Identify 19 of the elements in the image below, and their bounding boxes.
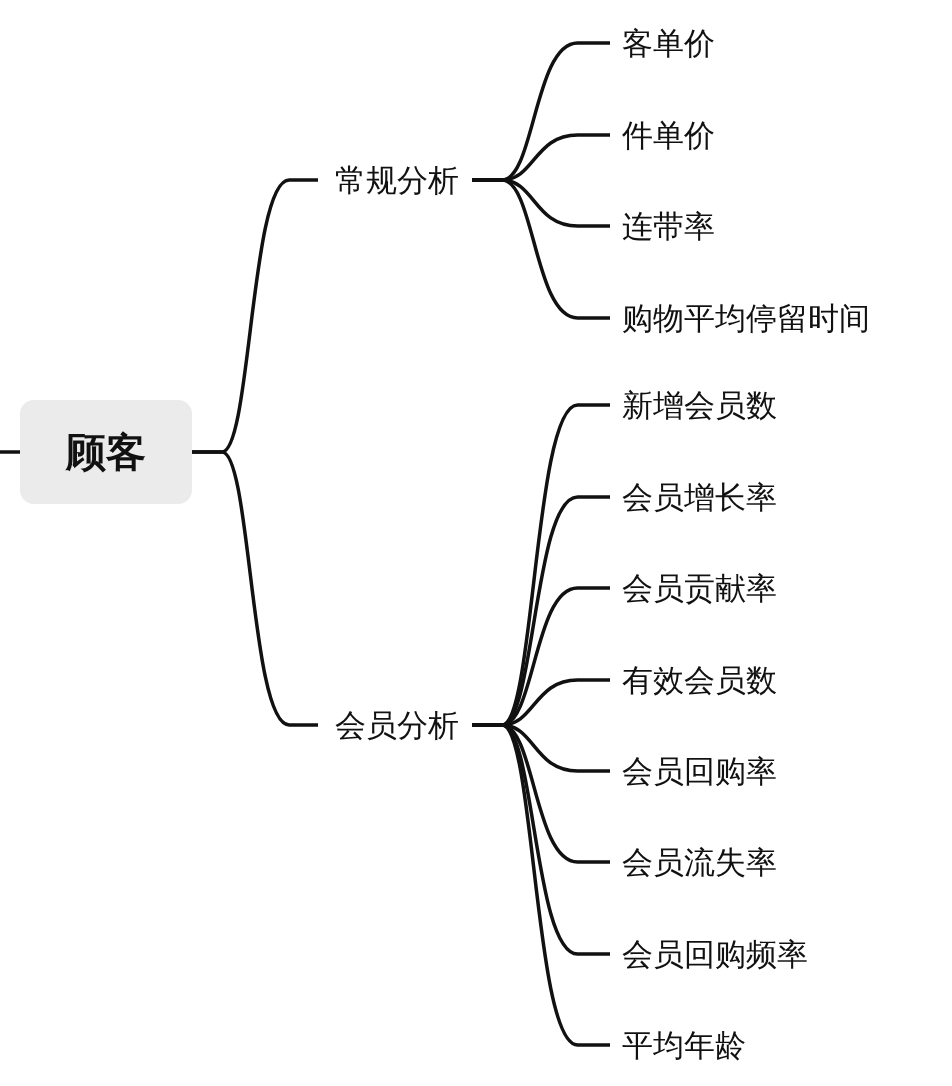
leaf-topic: 新增会员数 [610,383,777,427]
root-topic-box: 顾客 [20,400,192,504]
connector-line [192,450,318,727]
branch-topic: 常规分析 [318,158,472,202]
leaf-topic: 客单价 [610,21,715,65]
leaf-topic: 会员回购率 [610,749,777,793]
leaf-topic: 有效会员数 [610,658,777,702]
leaf-topic: 会员增长率 [610,475,777,519]
connector-line [472,178,610,320]
connector-line [472,723,610,1047]
leaf-topic: 连带率 [610,204,715,248]
leaf-topic: 会员贡献率 [610,566,777,610]
leaf-topic: 件单价 [610,113,715,157]
leaf-topic: 会员回购频率 [610,932,808,976]
leaf-topic: 会员流失率 [610,840,777,884]
branch-topic: 会员分析 [318,703,472,747]
connector-line [0,450,20,454]
leaf-topic: 平均年龄 [610,1023,746,1067]
leaf-topic: 购物平均停留时间 [610,296,870,340]
